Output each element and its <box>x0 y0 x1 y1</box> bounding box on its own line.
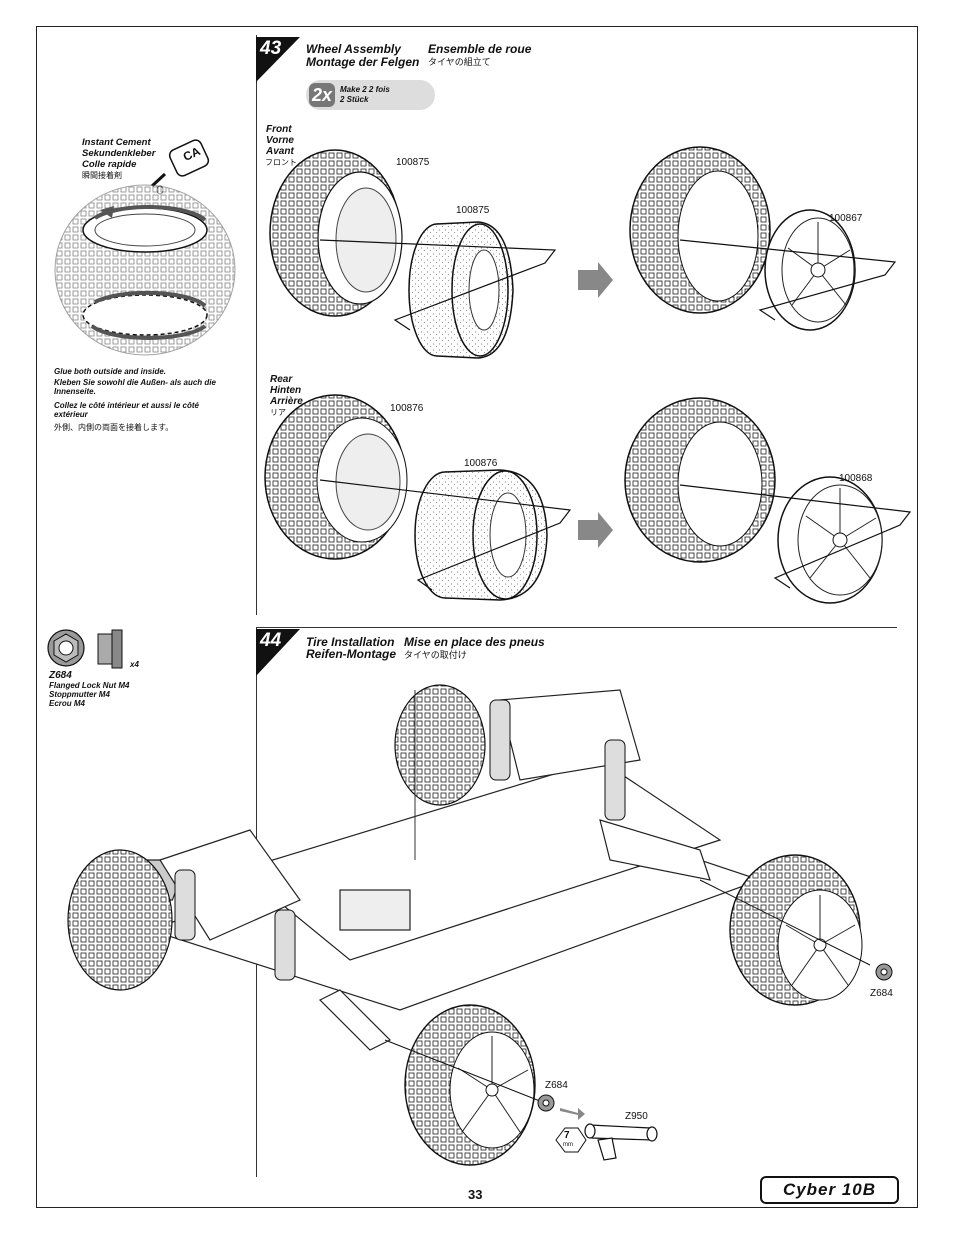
rear-insert <box>414 469 548 601</box>
glue-en: Glue both outside and inside. <box>54 367 167 376</box>
shocks <box>174 699 626 981</box>
make-quantity-pill: 2x Make 2 2 fois 2 Stück <box>306 80 435 110</box>
part-front-wheel: 100867 <box>829 213 863 224</box>
front-tire <box>269 149 403 317</box>
cement-fr: Colle rapide <box>82 159 137 170</box>
part-wrench: Z950 <box>625 1111 648 1122</box>
nut-name-fr: Ecrou M4 <box>49 699 86 708</box>
part-rear-tire: 100876 <box>390 403 424 414</box>
front-insert <box>408 221 514 359</box>
step44-title-fr: Mise en place des pneus <box>404 635 545 649</box>
glue-ja: 外側、内側の両面を接着します。 <box>54 423 174 432</box>
wrench-icon <box>584 1123 658 1161</box>
nut-name-en: Flanged Lock Nut M4 <box>49 681 130 690</box>
rear-arrow <box>578 512 613 548</box>
tire-right <box>729 854 863 1006</box>
cement-en: Instant Cement <box>82 137 151 148</box>
wrench-arrow <box>560 1108 585 1120</box>
front-label-fr: Avant <box>266 146 294 157</box>
make-line1: Make 2 2 fois <box>340 85 390 94</box>
part-rear-wheel: 100868 <box>839 473 873 484</box>
step43-number: 43 <box>260 38 282 59</box>
step44-number: 44 <box>260 630 282 651</box>
step43-badge <box>256 37 300 82</box>
part-nut-front: Z684 <box>545 1080 568 1091</box>
part-front-tire: 100875 <box>396 157 430 168</box>
wrench-size: 7 <box>564 1130 570 1141</box>
front-arrow <box>578 262 613 298</box>
step43-title-ja: タイヤの組立て <box>428 57 491 67</box>
step44-title-ja: タイヤの取付け <box>404 650 467 660</box>
nut-qty: x4 <box>130 660 139 669</box>
part-front-insert: 100875 <box>456 205 490 216</box>
front-label-ja: フロント <box>265 158 297 167</box>
front-label-de: Vorne <box>266 135 294 146</box>
mounted-tire-rear-left <box>394 684 486 806</box>
nut-code: Z684 <box>49 670 72 681</box>
front-guide-line <box>319 239 557 331</box>
rear-wheel <box>777 476 883 604</box>
glue-illustration <box>54 139 236 356</box>
cement-de: Sekundenkleber <box>82 148 156 159</box>
step43-title-de: Montage der Felgen <box>306 55 420 69</box>
nut-front-icon <box>537 1094 555 1112</box>
rear-label-de: Hinten <box>270 385 302 396</box>
wrench-unit: mm <box>563 1142 573 1148</box>
glue-fr: Collez le côté intérieur et aussi le côt… <box>54 401 199 419</box>
cement-ja: 瞬間接着剤 <box>82 171 122 180</box>
rear-label-fr: Arrière <box>270 396 303 407</box>
page-number: 33 <box>468 1187 483 1202</box>
make-line2: 2 Stück <box>340 95 369 104</box>
rear-label-en: Rear <box>270 374 293 385</box>
step43-title-fr: Ensemble de roue <box>428 42 532 56</box>
step43-title-en: Wheel Assembly <box>306 42 401 56</box>
nut-name-de: Stoppmutter M4 <box>49 690 110 699</box>
front-tire-result <box>629 146 771 314</box>
step44-title-en: Tire Installation <box>306 635 395 649</box>
make-badge: 2x <box>309 83 335 107</box>
chassis <box>111 689 762 1051</box>
front-wheel <box>764 209 856 331</box>
cyber-logo: Cyber 10B <box>760 1176 899 1204</box>
glue-de: Kleben Sie sowohl die Außen- als auch di… <box>54 378 216 396</box>
size-hex-icon <box>555 1127 587 1153</box>
step44-title-de: Reifen-Montage <box>306 647 396 661</box>
mounted-tire-front-left <box>67 849 173 991</box>
rear-label-ja: リア <box>270 408 286 417</box>
step44-badge <box>256 629 300 676</box>
lock-nut-icon <box>47 629 123 669</box>
step-divider <box>256 627 897 628</box>
nut-right-icon <box>875 963 893 981</box>
tire-front <box>404 1004 536 1166</box>
step43-illustration <box>264 146 912 604</box>
rear-tire-result <box>624 397 776 563</box>
part-nut-right: Z684 <box>870 988 893 999</box>
rear-tire <box>264 394 408 560</box>
column-divider-top <box>256 35 257 615</box>
front-label-en: Front <box>266 124 292 135</box>
part-rear-insert: 100876 <box>464 458 498 469</box>
page-frame <box>36 26 918 1208</box>
